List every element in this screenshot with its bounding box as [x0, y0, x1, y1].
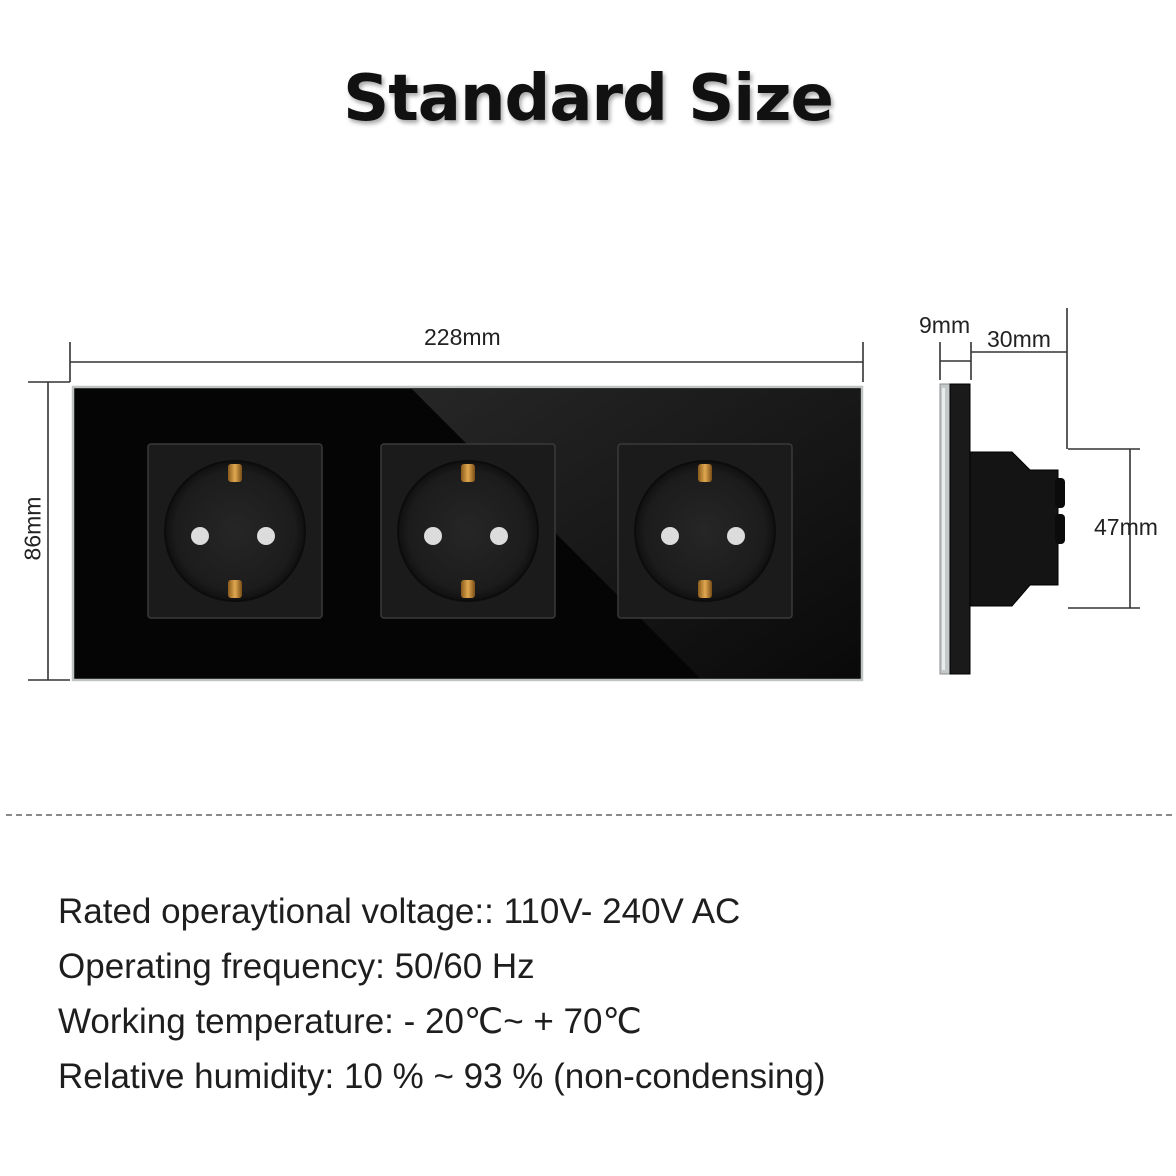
side-view [939, 383, 1065, 675]
spec-voltage: Rated operaytional voltage:: 110V- 240V … [58, 892, 741, 931]
dimension-drawing [28, 308, 1140, 682]
pin-hole-icon [727, 527, 745, 545]
socket-right [617, 443, 793, 619]
side-dimension-lines [939, 308, 1140, 609]
spec-humidity: Relative humidity: 10 % ~ 93 % (non-cond… [58, 1057, 826, 1096]
side-body-depth-label: 30mm [987, 326, 1051, 352]
spec-frequency: Operating frequency: 50/60 Hz [58, 947, 535, 986]
earth-contact-icon [228, 464, 242, 482]
earth-contact-icon [461, 464, 475, 482]
earth-contact-icon [698, 580, 712, 598]
side-body-height-label: 47mm [1094, 514, 1158, 540]
earth-contact-icon [461, 580, 475, 598]
width-dimension-line [69, 342, 864, 382]
earth-contact-icon [698, 464, 712, 482]
side-plate-depth-label: 9mm [919, 312, 971, 338]
pin-hole-icon [257, 527, 275, 545]
socket-middle [380, 443, 556, 619]
section-divider [6, 814, 1172, 816]
pin-hole-icon [490, 527, 508, 545]
pin-hole-icon [191, 527, 209, 545]
spec-temperature: Working temperature: - 20℃~ + 70℃ [58, 1002, 642, 1041]
socket-left [147, 443, 323, 619]
pin-hole-icon [424, 527, 442, 545]
front-height-label: 86mm [19, 496, 46, 561]
pin-hole-icon [661, 527, 679, 545]
spec-list: Rated operaytional voltage:: 110V- 240V … [58, 888, 826, 1108]
height-dimension-line [28, 381, 70, 681]
earth-contact-icon [228, 580, 242, 598]
front-width-label: 228mm [424, 324, 501, 350]
page-title: Standard Size [343, 62, 834, 136]
